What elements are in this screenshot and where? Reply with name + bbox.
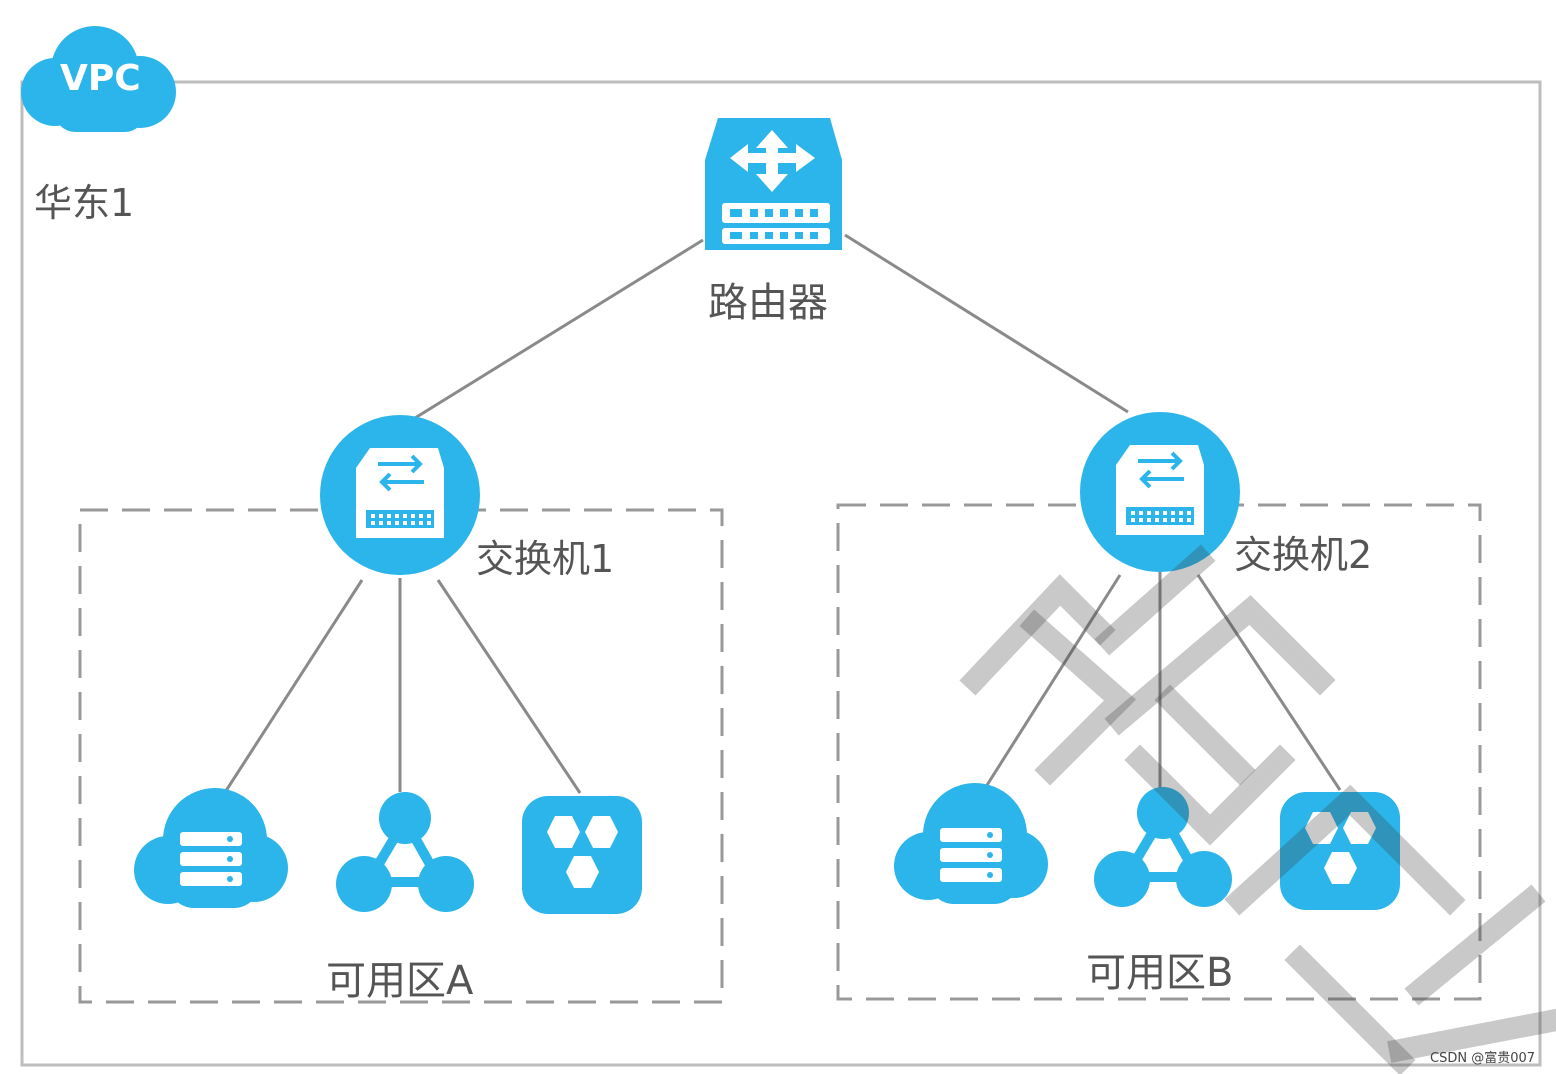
cloud-server-icon bbox=[134, 788, 288, 908]
credit-label: CSDN @富贵007 bbox=[1430, 1051, 1536, 1066]
link-router-switch2 bbox=[844, 233, 1129, 414]
link-switch2-ecs bbox=[980, 574, 1122, 794]
router-label: 路由器 bbox=[708, 280, 828, 326]
load-balancer-icon bbox=[336, 792, 474, 912]
switch-2-icon bbox=[1080, 412, 1240, 572]
vpc-label: VPC bbox=[60, 58, 141, 99]
database-service-icon-b bbox=[1280, 792, 1400, 910]
switch-1-label: 交换机1 bbox=[476, 537, 615, 581]
vpc-cloud-icon bbox=[21, 26, 176, 132]
link-switch1-rds bbox=[436, 579, 582, 794]
switch-2-label: 交换机2 bbox=[1234, 533, 1373, 577]
cloud-server-icon-b bbox=[894, 783, 1048, 904]
link-router-switch1 bbox=[414, 238, 704, 420]
link-switch2-rds bbox=[1196, 574, 1342, 791]
zone-b-label: 可用区B bbox=[1086, 950, 1234, 996]
link-switch1-ecs bbox=[220, 579, 364, 798]
switch-1-icon bbox=[320, 415, 480, 575]
load-balancer-icon-b bbox=[1094, 787, 1232, 907]
database-service-icon bbox=[522, 796, 642, 914]
connector-lines bbox=[220, 233, 1342, 798]
router-icon bbox=[705, 118, 842, 250]
watermark bbox=[959, 544, 1556, 1074]
region-label: 华东1 bbox=[34, 181, 135, 225]
zone-a-label: 可用区A bbox=[326, 958, 474, 1004]
vpc-frame bbox=[20, 80, 1542, 1067]
